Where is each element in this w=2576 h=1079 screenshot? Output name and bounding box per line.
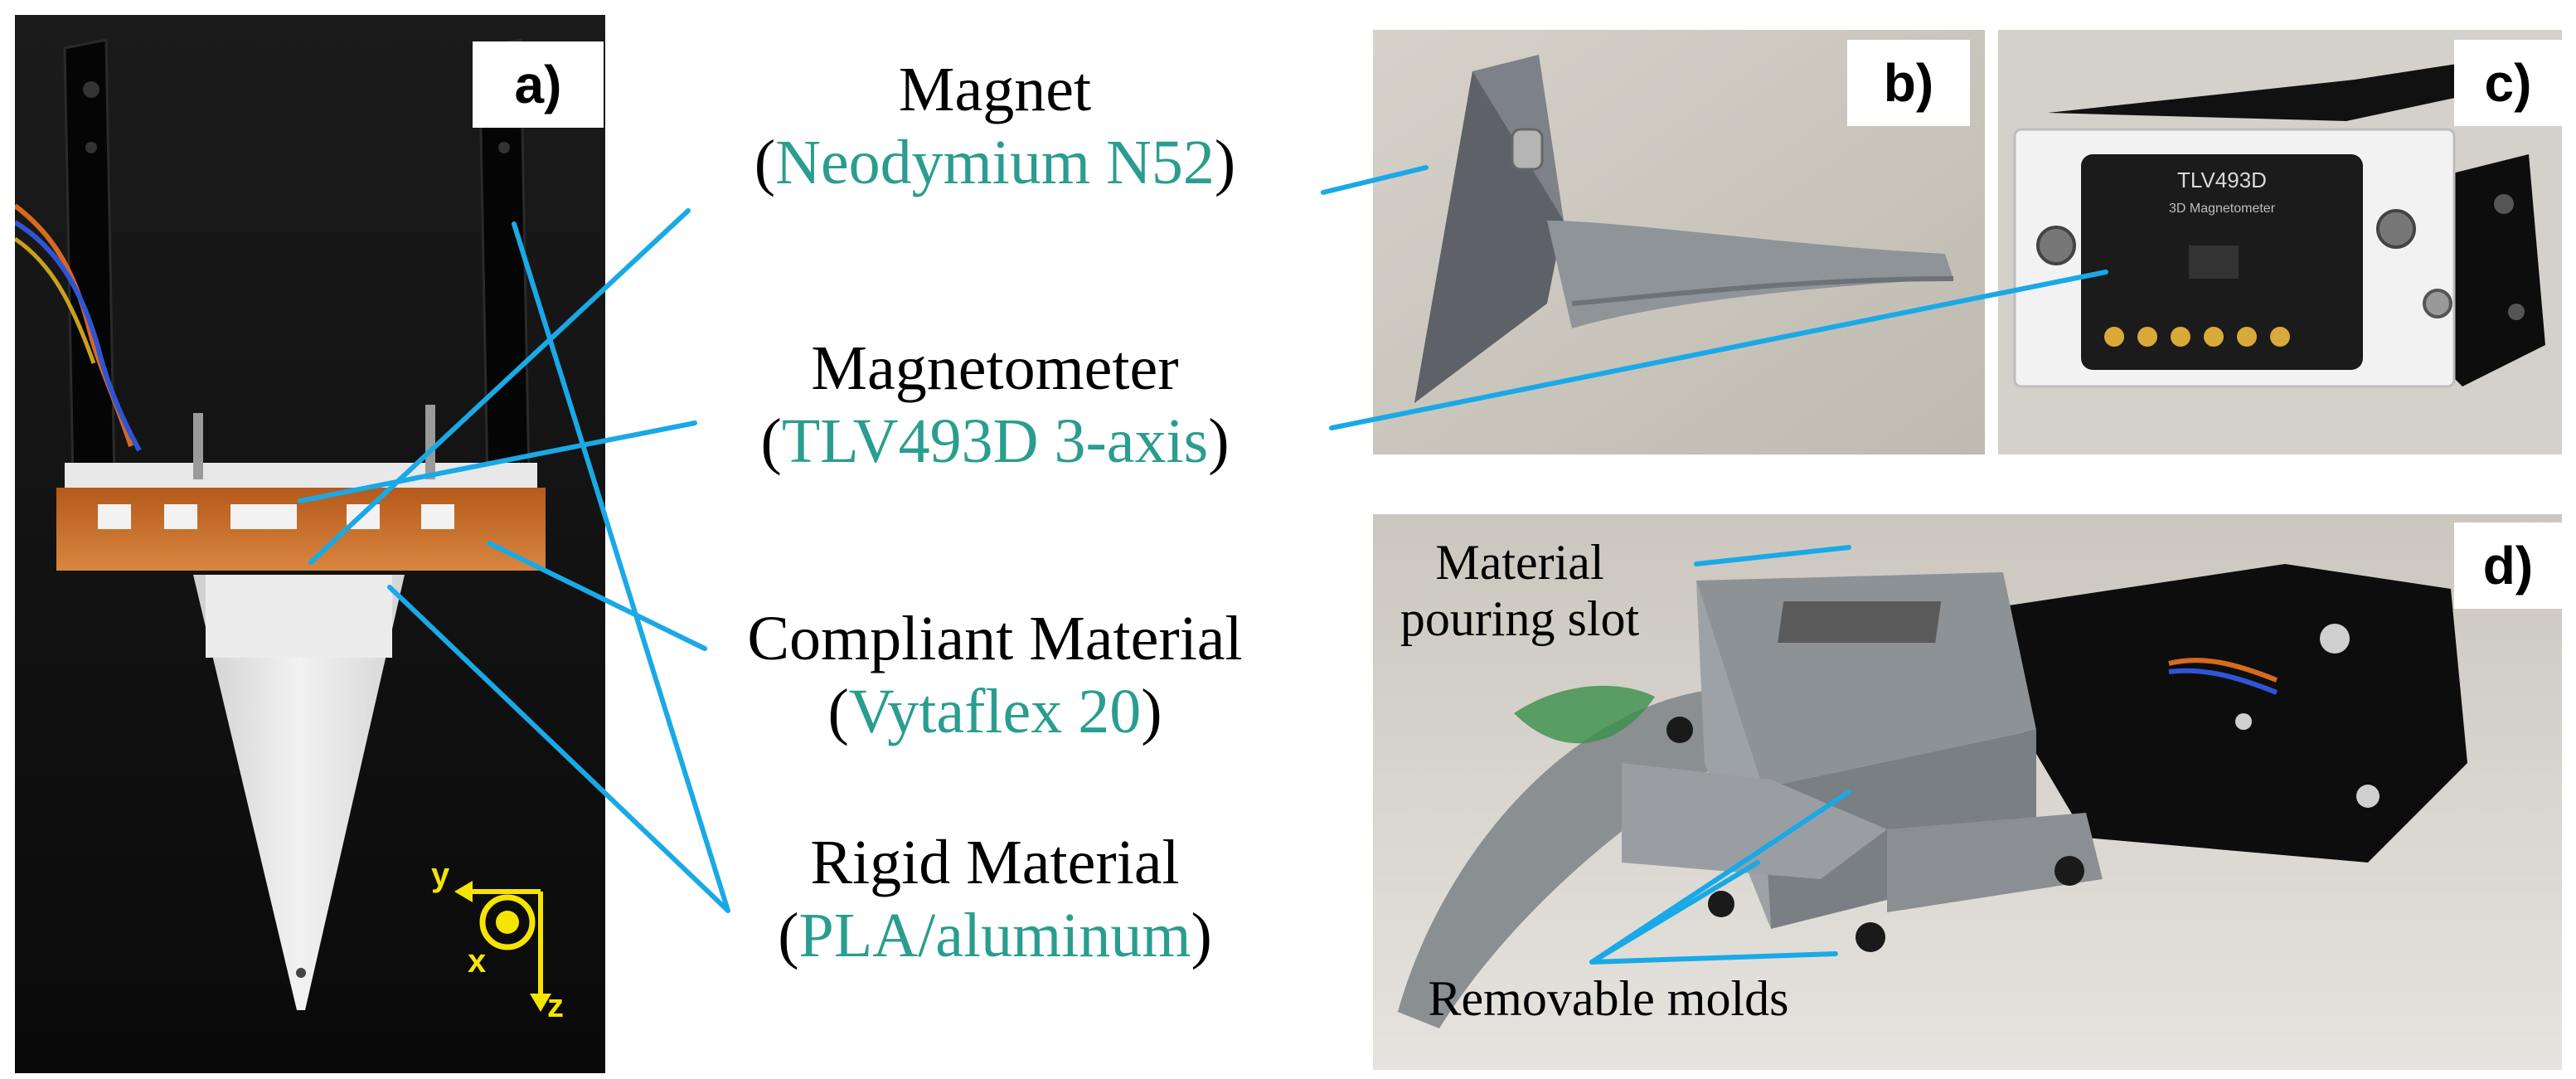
magnet-detail: Neodymium N52	[775, 128, 1215, 197]
removable-molds-label: Removable molds	[1428, 971, 1789, 1026]
panel-d-tag: d)	[2454, 522, 2562, 609]
magnet-detail-line: (Neodymium N52)	[754, 128, 1236, 197]
rigid-label: Rigid Material (PLA/aluminum)	[630, 826, 1360, 972]
chip-desc-text: 3D Magnetometer	[2169, 202, 2276, 216]
rigid-detail: PLA/aluminum	[798, 901, 1191, 970]
rigid-name: Rigid Material	[810, 828, 1180, 897]
magnetometer-detail: TLV493D 3-axis	[781, 406, 1209, 476]
magnetometer-detail-line: (TLV493D 3-axis)	[760, 406, 1230, 476]
panel-a-illustration	[15, 15, 605, 1073]
compliant-detail-line: (Vytaflex 20)	[827, 677, 1162, 746]
compliant-label: Compliant Material (Vytaflex 20)	[630, 602, 1360, 748]
panel-a-photo	[15, 15, 605, 1073]
chip-name-text: TLV493D	[2177, 168, 2267, 192]
magnet-cylinder	[1511, 128, 1544, 171]
magnetometer-label: Magnetometer (TLV493D 3-axis)	[630, 332, 1360, 478]
panel-b-tag: b)	[1847, 40, 1970, 126]
compliant-name: Compliant Material	[747, 604, 1243, 673]
bracket-left-arm	[63, 38, 116, 481]
panel-a-tag: a)	[473, 41, 604, 128]
pouring-slot-label: Material pouring slot	[1383, 534, 1657, 647]
rigid-spike	[193, 575, 405, 1010]
panel-c-tag: c)	[2454, 40, 2562, 126]
pouring-slot-line1: Material	[1435, 535, 1604, 590]
pouring-slot-line2: pouring slot	[1400, 591, 1640, 646]
rigid-detail-line: (PLA/aluminum)	[778, 901, 1212, 970]
magnet-label: Magnet (Neodymium N52)	[630, 53, 1360, 199]
magnet-name: Magnet	[898, 55, 1092, 124]
magnetometer-name: Magnetometer	[811, 333, 1179, 403]
compliant-detail: Vytaflex 20	[848, 677, 1142, 746]
